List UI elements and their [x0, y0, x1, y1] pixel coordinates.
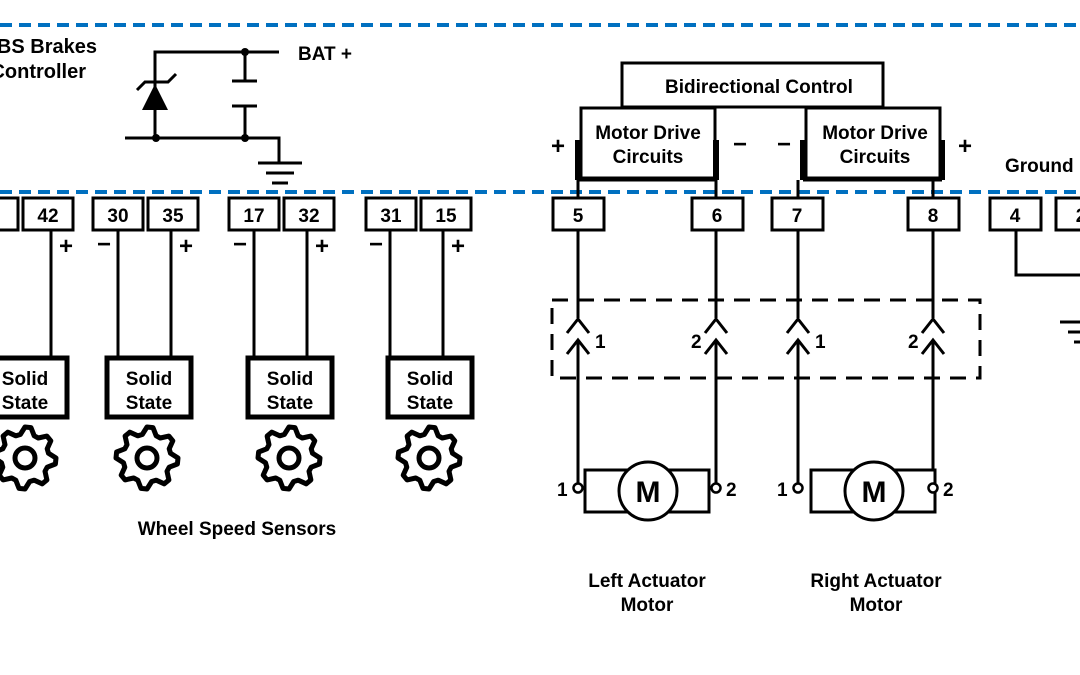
- pin-label: 31: [380, 206, 402, 227]
- minus-sign: −: [733, 131, 747, 158]
- left-motor-label-line2: Motor: [621, 595, 674, 616]
- pin-label: 32: [298, 206, 319, 227]
- plus-sign: +: [551, 133, 565, 160]
- motor-pin-box: [551, 196, 606, 232]
- plus-sign: +: [315, 233, 329, 260]
- motor-pin-box: [906, 196, 961, 232]
- pin-box: [282, 196, 336, 232]
- ground-icon: [1060, 320, 1080, 344]
- plus-sign: +: [958, 133, 972, 160]
- right-motor-label-line2: Motor: [850, 595, 903, 616]
- gear-icon: [0, 424, 59, 492]
- power-protection-circuit: [125, 48, 302, 185]
- gear-icon: [395, 424, 463, 492]
- pin-label: 17: [243, 206, 264, 227]
- plus-sign: +: [451, 233, 465, 260]
- motor-icon: [843, 460, 905, 522]
- connector-terminal-label: 2: [691, 332, 702, 353]
- connector-terminal-label: 2: [908, 332, 919, 353]
- right-actuator-motor: M 1 2: [777, 460, 954, 522]
- motor-pin-box: [770, 196, 825, 232]
- left-motor-label-line1: Left Actuator: [588, 571, 706, 592]
- connector-terminal-label: 1: [815, 332, 826, 353]
- solid-state-label: State: [407, 393, 453, 414]
- pin-box: [0, 196, 20, 232]
- solid-state-block: [385, 355, 475, 420]
- motor-pin-label: 8: [928, 206, 939, 227]
- solid-state-label: State: [267, 393, 313, 414]
- pin-box: [419, 196, 473, 232]
- gear-icon: [255, 424, 323, 492]
- zener-diode-icon: [142, 84, 168, 110]
- solid-state-block: [0, 355, 70, 420]
- minus-sign: −: [369, 231, 383, 258]
- bidirectional-control-label: Bidirectional Control: [665, 77, 853, 98]
- motor-terminal-label: 1: [777, 480, 788, 501]
- ground-pin-box: [1054, 196, 1080, 232]
- motor-drive-circuits-left: Motor Drive Circuits: [579, 106, 717, 180]
- svg-text:Motor Drive: Motor Drive: [595, 123, 701, 144]
- solid-state-label: State: [2, 393, 48, 414]
- pin-box: [364, 196, 418, 232]
- ground-label: Ground: [1005, 156, 1074, 177]
- motor-terminal-label: 1: [557, 480, 568, 501]
- pin-label: 35: [162, 206, 184, 227]
- motor-pin-label: 5: [573, 206, 584, 227]
- pin-label: 42: [37, 206, 58, 227]
- controller-title-line1: ABS Brakes: [0, 36, 97, 58]
- solid-state-block: [104, 355, 194, 420]
- ground-pin-label: 4: [1010, 206, 1021, 227]
- ground-icon: [258, 161, 302, 185]
- svg-text:Motor Drive: Motor Drive: [822, 123, 928, 144]
- svg-text:Circuits: Circuits: [840, 147, 911, 168]
- pin-box: [146, 196, 200, 232]
- solid-state-label: Solid: [126, 369, 172, 390]
- minus-sign: −: [233, 231, 247, 258]
- motor-icon: [617, 460, 679, 522]
- solid-state-block: [245, 355, 335, 420]
- motor-drive-circuits-right: Motor Drive Circuits: [804, 106, 942, 180]
- motor-pin-label: 7: [792, 206, 803, 227]
- solid-state-label: Solid: [407, 369, 453, 390]
- ground-pin-label: 2: [1076, 206, 1080, 227]
- wheel-speed-sensors-caption: Wheel Speed Sensors: [138, 519, 337, 540]
- pin-box: [21, 196, 75, 232]
- pin-label: 15: [435, 206, 457, 227]
- controller-title-line2: Controller: [0, 61, 86, 83]
- connector-terminal-label: 1: [595, 332, 606, 353]
- right-motor-label-line1: Right Actuator: [810, 571, 942, 592]
- motor-symbol: M: [862, 476, 887, 509]
- minus-sign: −: [777, 131, 791, 158]
- plus-sign: +: [179, 233, 193, 260]
- left-actuator-motor: M 1 2: [557, 460, 737, 522]
- motor-terminal-label: 2: [943, 480, 954, 501]
- pin-label: 30: [107, 206, 128, 227]
- solid-state-label: Solid: [2, 369, 48, 390]
- motor-pin-label: 6: [712, 206, 723, 227]
- motor-symbol: M: [636, 476, 661, 509]
- solid-state-label: State: [126, 393, 172, 414]
- bat-plus-label: BAT +: [298, 44, 352, 65]
- plus-sign: +: [59, 233, 73, 260]
- bidirectional-control-block: [620, 61, 885, 109]
- harness-connector: [550, 298, 982, 380]
- motor-pin-box: [690, 196, 745, 232]
- svg-text:Circuits: Circuits: [613, 147, 684, 168]
- solid-state-label: Solid: [267, 369, 313, 390]
- gear-icon: [113, 424, 181, 492]
- minus-sign: −: [97, 231, 111, 258]
- motor-terminal-label: 2: [726, 480, 737, 501]
